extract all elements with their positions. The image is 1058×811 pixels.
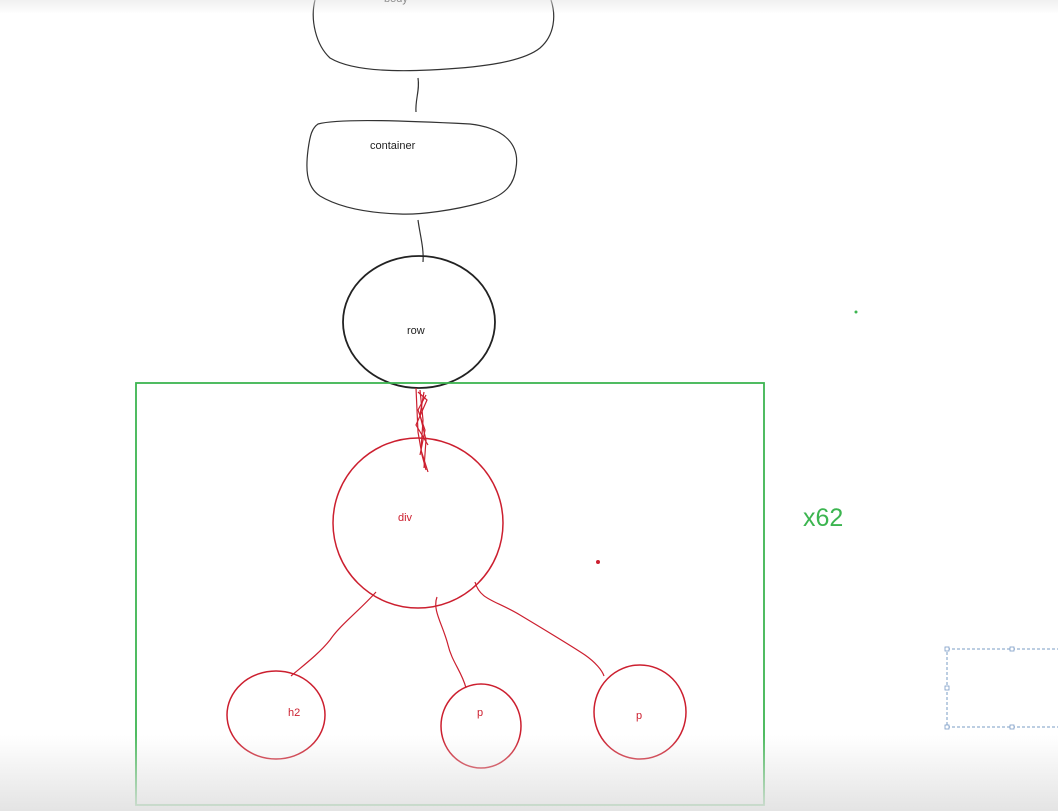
row-node-label: row [407,325,425,337]
body-node-label: body [384,0,408,5]
container-node-label: container [370,140,416,152]
body-container-connector [415,77,420,113]
selection-box[interactable] [944,646,1058,730]
container-row-connector [417,219,424,263]
div-h2-connector [290,591,377,677]
div-p2-connector [474,581,605,677]
selection-handle[interactable] [1009,646,1015,652]
row-node-shape [342,255,496,389]
row-div-connector [415,387,429,473]
p-node-label-1: p [477,707,483,719]
div-p1-connector [435,596,467,689]
repeat-group-frame [135,382,765,806]
selection-handle[interactable] [944,685,950,691]
h2-node-shape [226,670,326,760]
p-node-label-2: p [636,710,642,722]
body-node-shape [312,0,555,72]
stray-green-dot [854,310,858,314]
container-node-shape [306,119,518,215]
div-node-label: div [398,512,413,524]
stray-dot [596,560,600,564]
p-node-shape-1 [440,683,522,769]
selection-handle[interactable] [944,724,950,730]
selection-handle[interactable] [1009,724,1015,730]
repeat-multiplier: x62 [803,504,843,532]
h2-node-label: h2 [288,707,300,719]
selection-handle[interactable] [944,646,950,652]
div-node-shape [332,437,504,609]
